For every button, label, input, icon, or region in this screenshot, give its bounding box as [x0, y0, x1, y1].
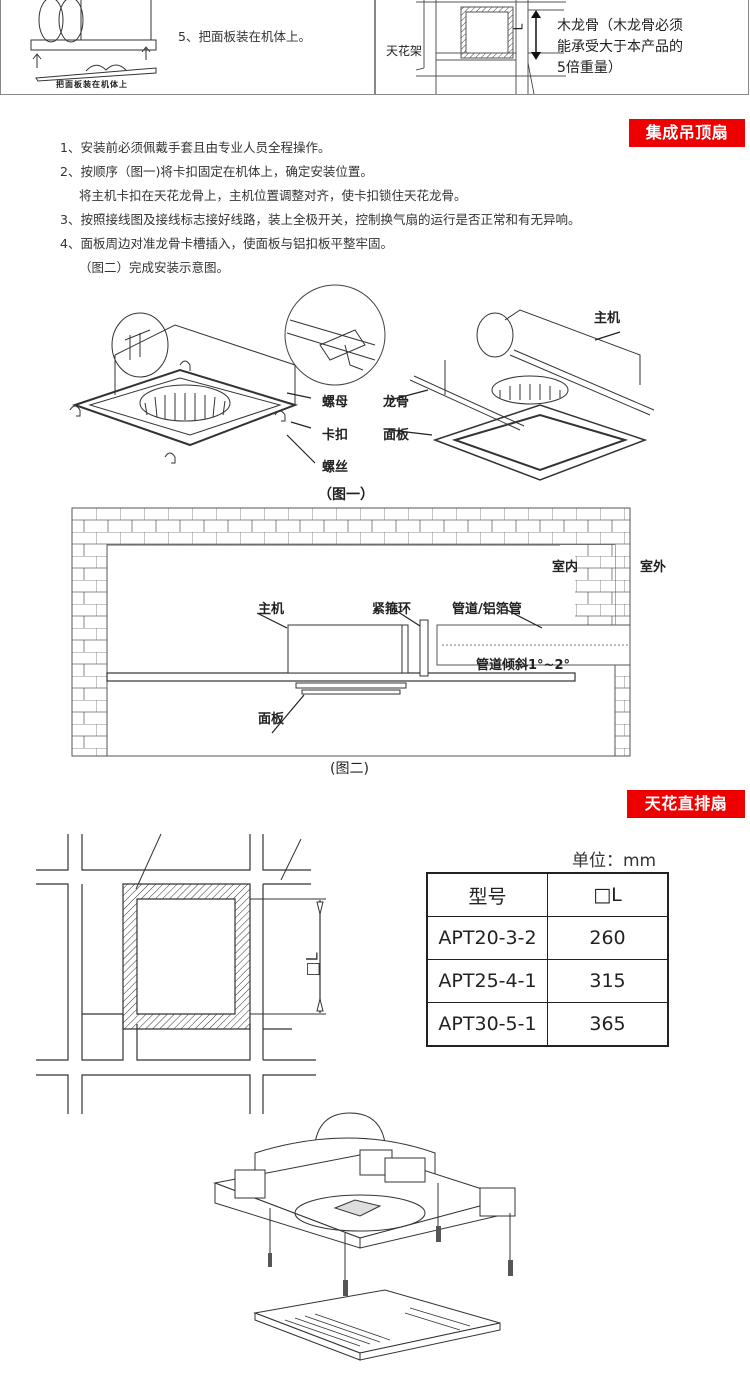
figure1-panel-assembly-illustration — [389, 309, 655, 481]
figure2-label-main-unit: 主机 — [258, 602, 285, 617]
step5-panel: 把面板装在机体上 5、把面板装在机体上。 — [0, 0, 375, 95]
install-step: （图二）完成安装示意图。 — [79, 260, 230, 275]
figure2-label-duct-slope: 管道倾斜1°~2° — [476, 658, 570, 673]
figure2-label-outdoor: 室外 — [640, 560, 667, 575]
figure1-label-clip: 卡扣 — [322, 428, 349, 443]
figure2-caption: (图二) — [330, 761, 369, 777]
wood-keel-note: 木龙骨（木龙骨必须 能承受大于本产品的 5倍重量） — [557, 16, 683, 79]
table-row: APT20-3-2 260 — [426, 916, 669, 960]
wood-keel-note-line: 5倍重量） — [557, 60, 622, 76]
opening-dimension-diagram — [36, 833, 326, 1114]
install-step: 2、按顺序（图一)将卡扣固定在机体上，确定安装位置。 — [60, 164, 373, 179]
figure2-installation-section-diagram — [71, 507, 631, 757]
figure2-label-panel: 面板 — [258, 712, 285, 727]
step5-text: 5、把面板装在机体上。 — [178, 29, 311, 44]
table-cell-size: 365 — [547, 1002, 669, 1047]
install-step: 3、按照接线图及接线标志接好线路，装上全极开关，控制换气扇的运行是否正常和有无异… — [60, 212, 581, 227]
table-row: APT30-5-1 365 — [426, 1002, 669, 1047]
wood-keel-note-line: 木龙骨（木龙骨必须 — [557, 18, 683, 34]
wood-keel-note-line: 能承受大于本产品的 — [557, 39, 683, 55]
dimension-arrow-icon — [531, 10, 541, 60]
wood-keel-panel: L 天花架 木龙骨（木龙骨必须 能承受大于本产品的 5倍重量） — [375, 0, 749, 95]
install-step: 4、面板周边对准龙骨卡槽插入，使面板与铝扣板平整牢固。 — [60, 236, 393, 251]
figure2-label-duct: 管道/铝箔管 — [452, 602, 522, 617]
ceiling-frame-label: 天花架 — [386, 44, 423, 58]
table-header-cell: □L — [547, 872, 669, 917]
install-step: 1、安装前必须佩戴手套且由专业人员全程操作。 — [60, 140, 331, 155]
table-cell-model: APT25-4-1 — [426, 959, 548, 1003]
table-row: APT25-4-1 315 — [426, 959, 669, 1003]
figure2-label-indoor: 室内 — [552, 560, 579, 575]
install-step: 将主机卡扣在天花龙骨上，主机位置调整对齐，使卡扣锁住天花龙骨。 — [79, 188, 467, 203]
figure1-caption: （图一） — [318, 487, 374, 503]
table-cell-model: APT20-3-2 — [426, 916, 548, 960]
figure1-label-main-unit: 主机 — [594, 311, 621, 326]
figure1-label-panel: 面板 — [383, 428, 410, 443]
figure1-label-screw: 螺丝 — [322, 460, 349, 475]
exhaust-fan-exploded-illustration — [213, 1112, 516, 1361]
table-cell-size: 315 — [547, 959, 669, 1003]
dimension-label: L — [511, 23, 526, 31]
model-size-table: 型号 □L APT20-3-2 260 APT25-4-1 315 APT30-… — [426, 872, 669, 1047]
figure1-label-keel: 龙骨 — [383, 395, 410, 410]
table-cell-size: 260 — [547, 916, 669, 960]
step5-figure-caption: 把面板装在机体上 — [56, 80, 128, 89]
table-header-row: 型号 □L — [426, 872, 669, 917]
table-cell-model: APT30-5-1 — [426, 1002, 548, 1047]
table-header-cell: 型号 — [426, 872, 548, 917]
figure2-label-clamp-ring: 紧箍环 — [372, 602, 412, 617]
unit-label: 单位：mm — [572, 851, 657, 871]
figure1-clip-mount-illustration — [69, 284, 386, 464]
panel-mount-illustration — [30, 0, 157, 82]
opening-dimension-label: □L — [302, 952, 322, 977]
figure1-label-nut: 螺母 — [322, 395, 349, 410]
section-badge-integrated-ceiling-fan: 集成吊顶扇 — [629, 119, 745, 147]
section-badge-direct-exhaust-fan: 天花直排扇 — [627, 790, 745, 818]
